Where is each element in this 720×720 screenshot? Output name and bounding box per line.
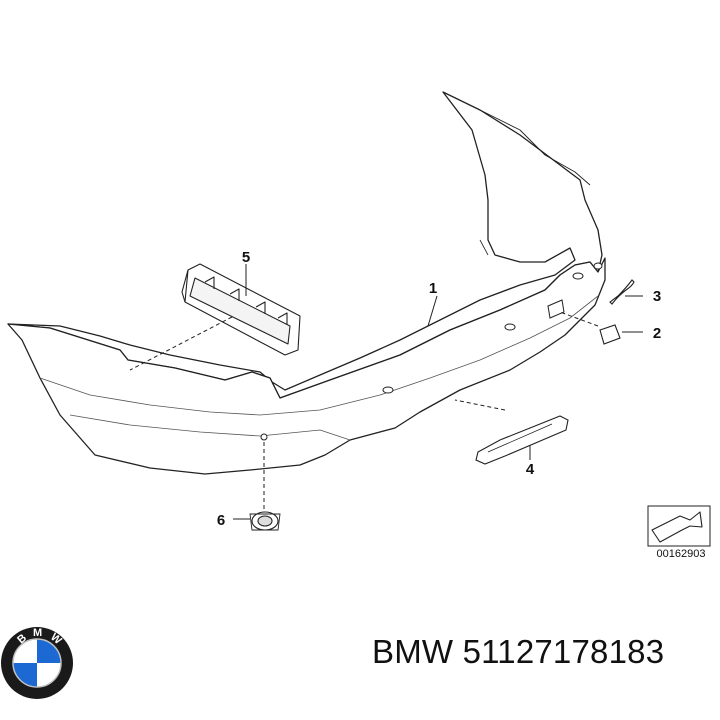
callout-1: 1 [429, 280, 437, 297]
cover-part-2 [599, 324, 621, 345]
bracket-part-5 [181, 263, 301, 356]
arrow-icon [651, 511, 703, 543]
reference-code: 00162903 [657, 548, 706, 560]
bmw-logo [1, 627, 73, 699]
orientation-symbol [647, 505, 711, 547]
reflector-part-4 [475, 415, 569, 465]
callout-6: 6 [217, 512, 225, 529]
bumper-cover [7, 91, 606, 475]
leader-lines [129, 264, 643, 520]
callout-3: 3 [653, 288, 661, 305]
reflector-recess [547, 299, 565, 319]
svg-text:M: M [33, 627, 42, 639]
callout-4: 4 [526, 461, 535, 478]
part-number-label: BMW 51127178183 [372, 633, 665, 670]
callout-5: 5 [242, 249, 250, 266]
sensor-ring-part-6 [249, 511, 281, 531]
clip-part-3 [609, 279, 635, 305]
sensor-holes [260, 262, 603, 441]
callout-2: 2 [653, 325, 661, 342]
